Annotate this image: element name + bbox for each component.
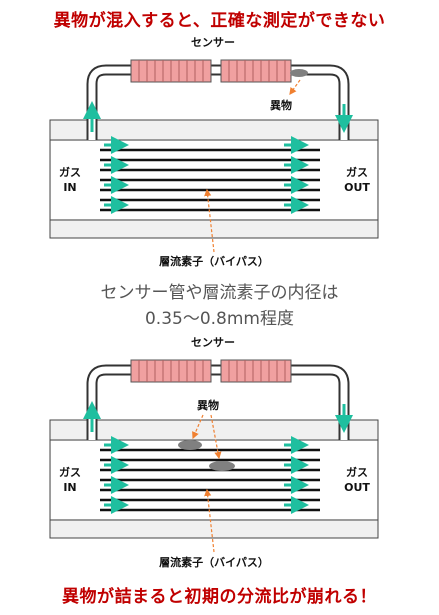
bottom-warning: 異物が詰まると初期の分流比が崩れる！: [62, 587, 377, 607]
top-sensor-tube: [88, 66, 348, 140]
middle-note-line1: センサー管や層流素子の内径は: [100, 283, 339, 303]
top-foreign-label: 異物: [270, 98, 292, 112]
bottom-diagram: センサー: [49, 336, 379, 569]
bottom-debris-1: [178, 440, 202, 450]
bottom-debris-2: [209, 461, 235, 471]
bottom-sensor-label: センサー: [191, 336, 235, 349]
bottom-laminar-label: 層流素子（バイパス）: [159, 555, 269, 569]
top-laminar-label: 層流素子（バイパス）: [159, 254, 269, 268]
top-coil-right: [220, 59, 292, 83]
middle-note-line2: 0.35〜0.8mm程度: [144, 309, 294, 329]
bottom-gas-out-2: OUT: [344, 481, 370, 494]
top-diagram: センサー 異物: [49, 36, 379, 268]
top-debris-sensor: [290, 69, 308, 77]
top-gas-out-1: ガス: [346, 165, 368, 179]
bottom-foreign-label: 異物: [197, 398, 219, 412]
bottom-gas-in-2: IN: [63, 481, 76, 494]
top-gas-in-2: IN: [63, 181, 76, 194]
top-gas-out-2: OUT: [344, 181, 370, 194]
bottom-gas-in-1: ガス: [59, 465, 81, 479]
top-gas-in-1: ガス: [59, 165, 81, 179]
bottom-laminar-plates: [100, 448, 320, 512]
top-warning: 異物が混入すると、正確な測定ができない: [53, 11, 386, 31]
top-laminar-plates: [100, 148, 320, 212]
top-sensor-label: センサー: [191, 36, 235, 49]
bottom-coil-right: [220, 359, 292, 383]
bottom-sensor-tube: [88, 366, 348, 440]
bottom-gas-out-1: ガス: [346, 465, 368, 479]
middle-note: センサー管や層流素子の内径は 0.35〜0.8mm程度: [0, 280, 439, 332]
